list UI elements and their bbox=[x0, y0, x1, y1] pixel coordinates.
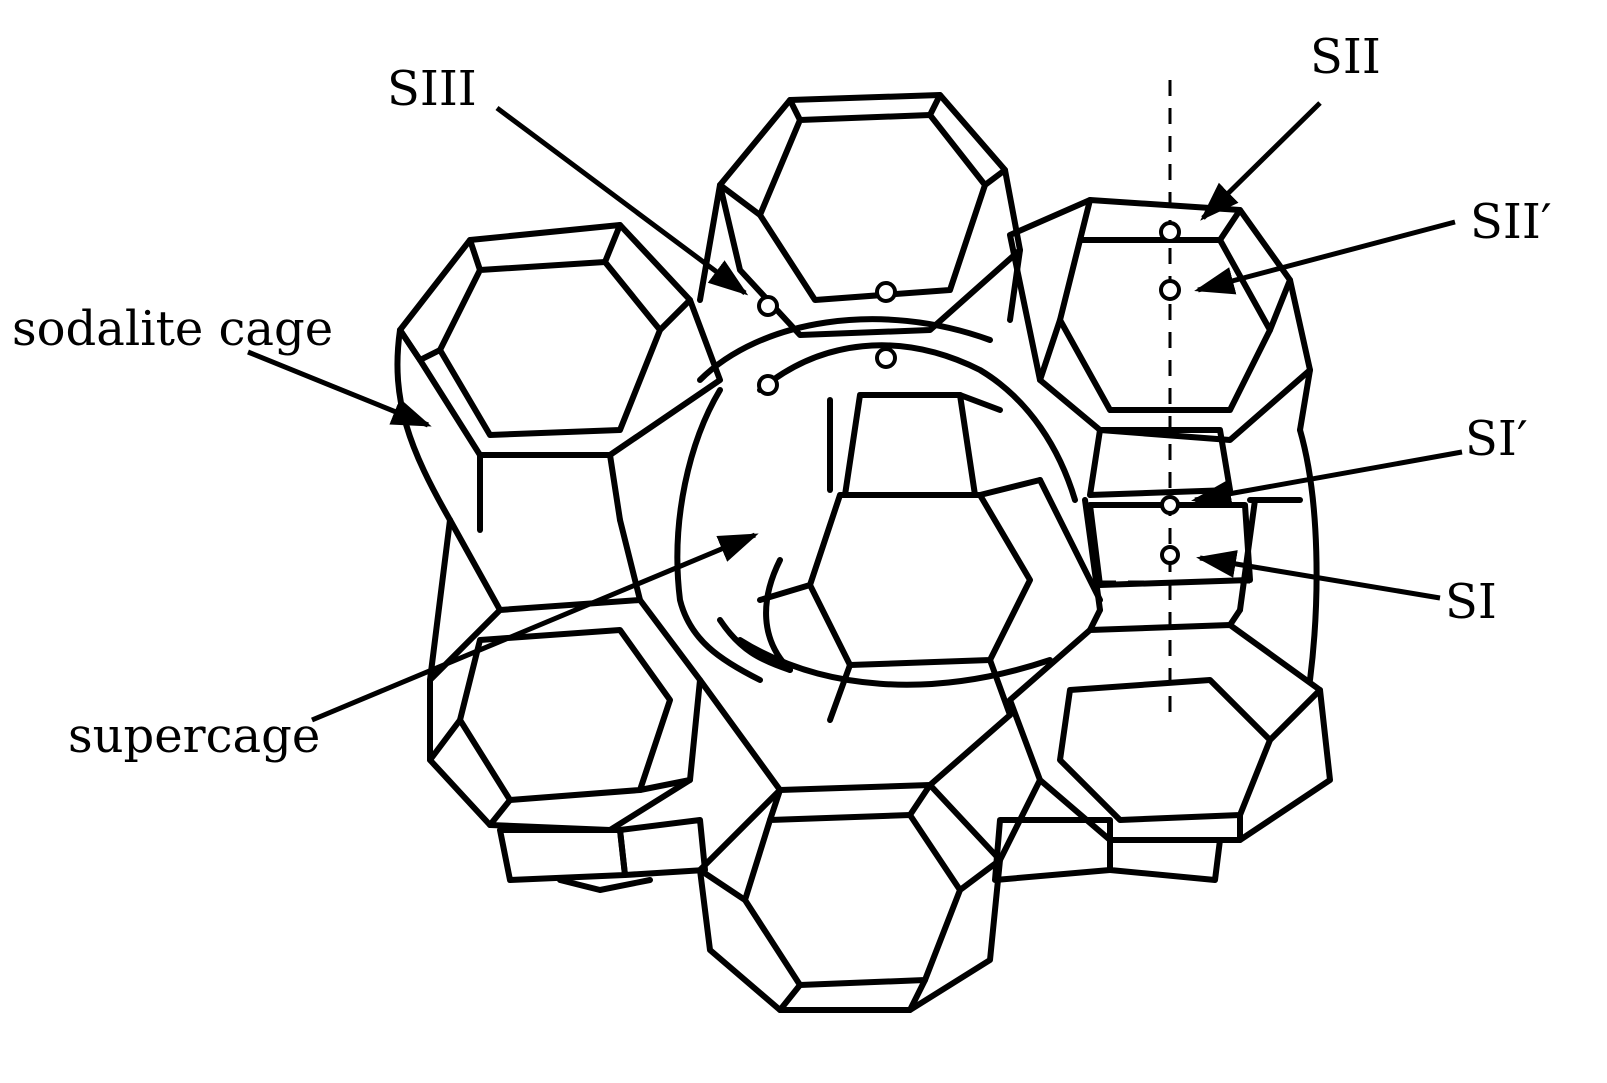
arrow-si bbox=[1196, 550, 1441, 601]
arrow-sodalite-cage bbox=[247, 349, 432, 428]
sodalite-cage-top-center bbox=[697, 92, 1023, 338]
sodalite-cage-upper-left bbox=[394, 222, 723, 533]
arrow-si-prime bbox=[1191, 449, 1463, 508]
label-sii: SII bbox=[1310, 29, 1381, 85]
arrow-supercage bbox=[311, 532, 759, 723]
hexagonal-prism-right bbox=[1037, 427, 1258, 613]
cation-sites bbox=[757, 221, 1181, 565]
sodalite-cage-bottom-center bbox=[617, 677, 1013, 1013]
sodalite-cage-lower-left bbox=[427, 517, 703, 893]
label-supercage: supercage bbox=[68, 708, 320, 764]
site-si-prime bbox=[1160, 495, 1180, 515]
label-sodalite-cage: sodalite cage bbox=[12, 301, 333, 357]
site-siii-lower bbox=[757, 374, 779, 396]
arrow-sii-prime bbox=[1194, 219, 1456, 295]
labels: SIII SII SII′ SI′ SI sodalite cage super… bbox=[12, 29, 1552, 764]
site-center-upper bbox=[875, 281, 897, 303]
arrow-sii bbox=[1200, 101, 1322, 221]
sodalite-cage-lower-right bbox=[992, 427, 1333, 883]
site-si bbox=[1160, 545, 1180, 565]
site-center-lower bbox=[875, 347, 897, 369]
site-sii-prime bbox=[1159, 279, 1181, 301]
label-si-prime: SI′ bbox=[1465, 411, 1528, 467]
sodalite-cage-upper-right bbox=[1007, 197, 1313, 443]
label-si: SI bbox=[1445, 574, 1497, 630]
label-siii: SIII bbox=[387, 61, 477, 117]
arrows bbox=[247, 101, 1463, 723]
label-sii-prime: SII′ bbox=[1470, 194, 1552, 250]
site-sii bbox=[1159, 221, 1181, 243]
supercage-ring bbox=[674, 316, 1078, 723]
arrow-siii bbox=[495, 105, 749, 296]
site-siii-upper bbox=[757, 295, 779, 317]
